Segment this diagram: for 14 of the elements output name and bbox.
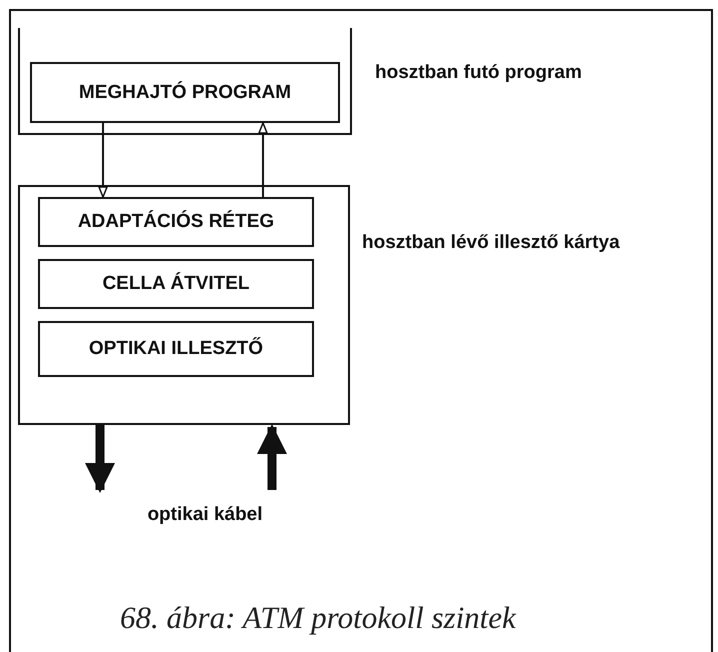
arrow	[258, 122, 268, 197]
card-frame	[18, 185, 350, 425]
layer-box: CELLA ÁTVITEL	[38, 259, 314, 309]
layer-box: OPTIKAI ILLESZTŐ	[38, 321, 314, 377]
caption: 68. ábra: ATM protokoll szintek	[120, 600, 516, 636]
cable-label: optikai kábel	[125, 500, 285, 530]
layer-box: MEGHAJTÓ PROGRAM	[30, 62, 340, 123]
host-frame	[18, 28, 352, 135]
layer-box: ADAPTÁCIÓS RÉTEG	[38, 197, 314, 247]
thick-arrow	[257, 424, 287, 490]
thick-arrow	[85, 425, 115, 493]
side-label: hosztban futó program	[375, 62, 582, 84]
side-label: hosztban lévő illesztő kártya	[362, 232, 620, 254]
arrow	[98, 123, 108, 198]
